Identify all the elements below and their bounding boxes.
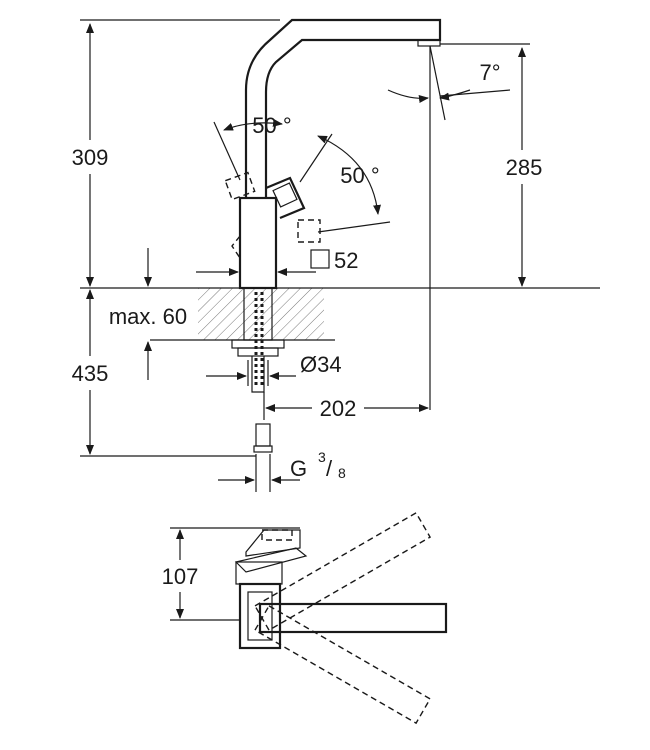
dimension-spout-angle: 7° xyxy=(387,45,511,410)
label-lever-angle-right: 50 ° xyxy=(340,163,379,188)
label-base-square: 52 xyxy=(334,248,358,273)
label-thread-denominator: 8 xyxy=(338,465,346,481)
dimension-total-height: 309 xyxy=(60,19,280,287)
dimension-hole-diameter: Ø34 xyxy=(206,352,342,386)
dimension-lever-angle-left: 50 ° xyxy=(213,113,292,181)
dimension-reach: 202 xyxy=(263,392,429,422)
label-counter-thickness: max. 60 xyxy=(109,304,187,329)
dimension-lever-angle-right: 50 ° xyxy=(299,133,391,233)
label-thread-numerator: 3 xyxy=(318,449,326,465)
faucet-top-view xyxy=(234,511,448,725)
label-hole-diameter: Ø34 xyxy=(300,352,342,377)
label-thread-letter: G xyxy=(290,456,307,481)
faucet-side-view xyxy=(224,18,442,453)
label-total-height: 309 xyxy=(72,145,109,170)
dimension-counter-thickness: max. 60 xyxy=(100,248,196,380)
label-spout-angle: 7° xyxy=(479,60,500,85)
dimension-spout-height: 285 xyxy=(440,43,550,287)
label-below-counter: 435 xyxy=(72,361,109,386)
label-reach: 202 xyxy=(320,396,357,421)
label-top-view-height: 107 xyxy=(162,564,199,589)
dimension-below-counter: 435 xyxy=(60,289,256,457)
label-spout-height: 285 xyxy=(506,155,543,180)
label-thread-slash: / xyxy=(326,456,333,481)
dimension-thread: G 3 / 8 xyxy=(218,449,346,492)
dimension-base-square: 52 xyxy=(196,248,358,276)
dimension-top-view-height: 107 xyxy=(150,527,300,621)
label-lever-angle-left: 50 ° xyxy=(252,113,291,138)
